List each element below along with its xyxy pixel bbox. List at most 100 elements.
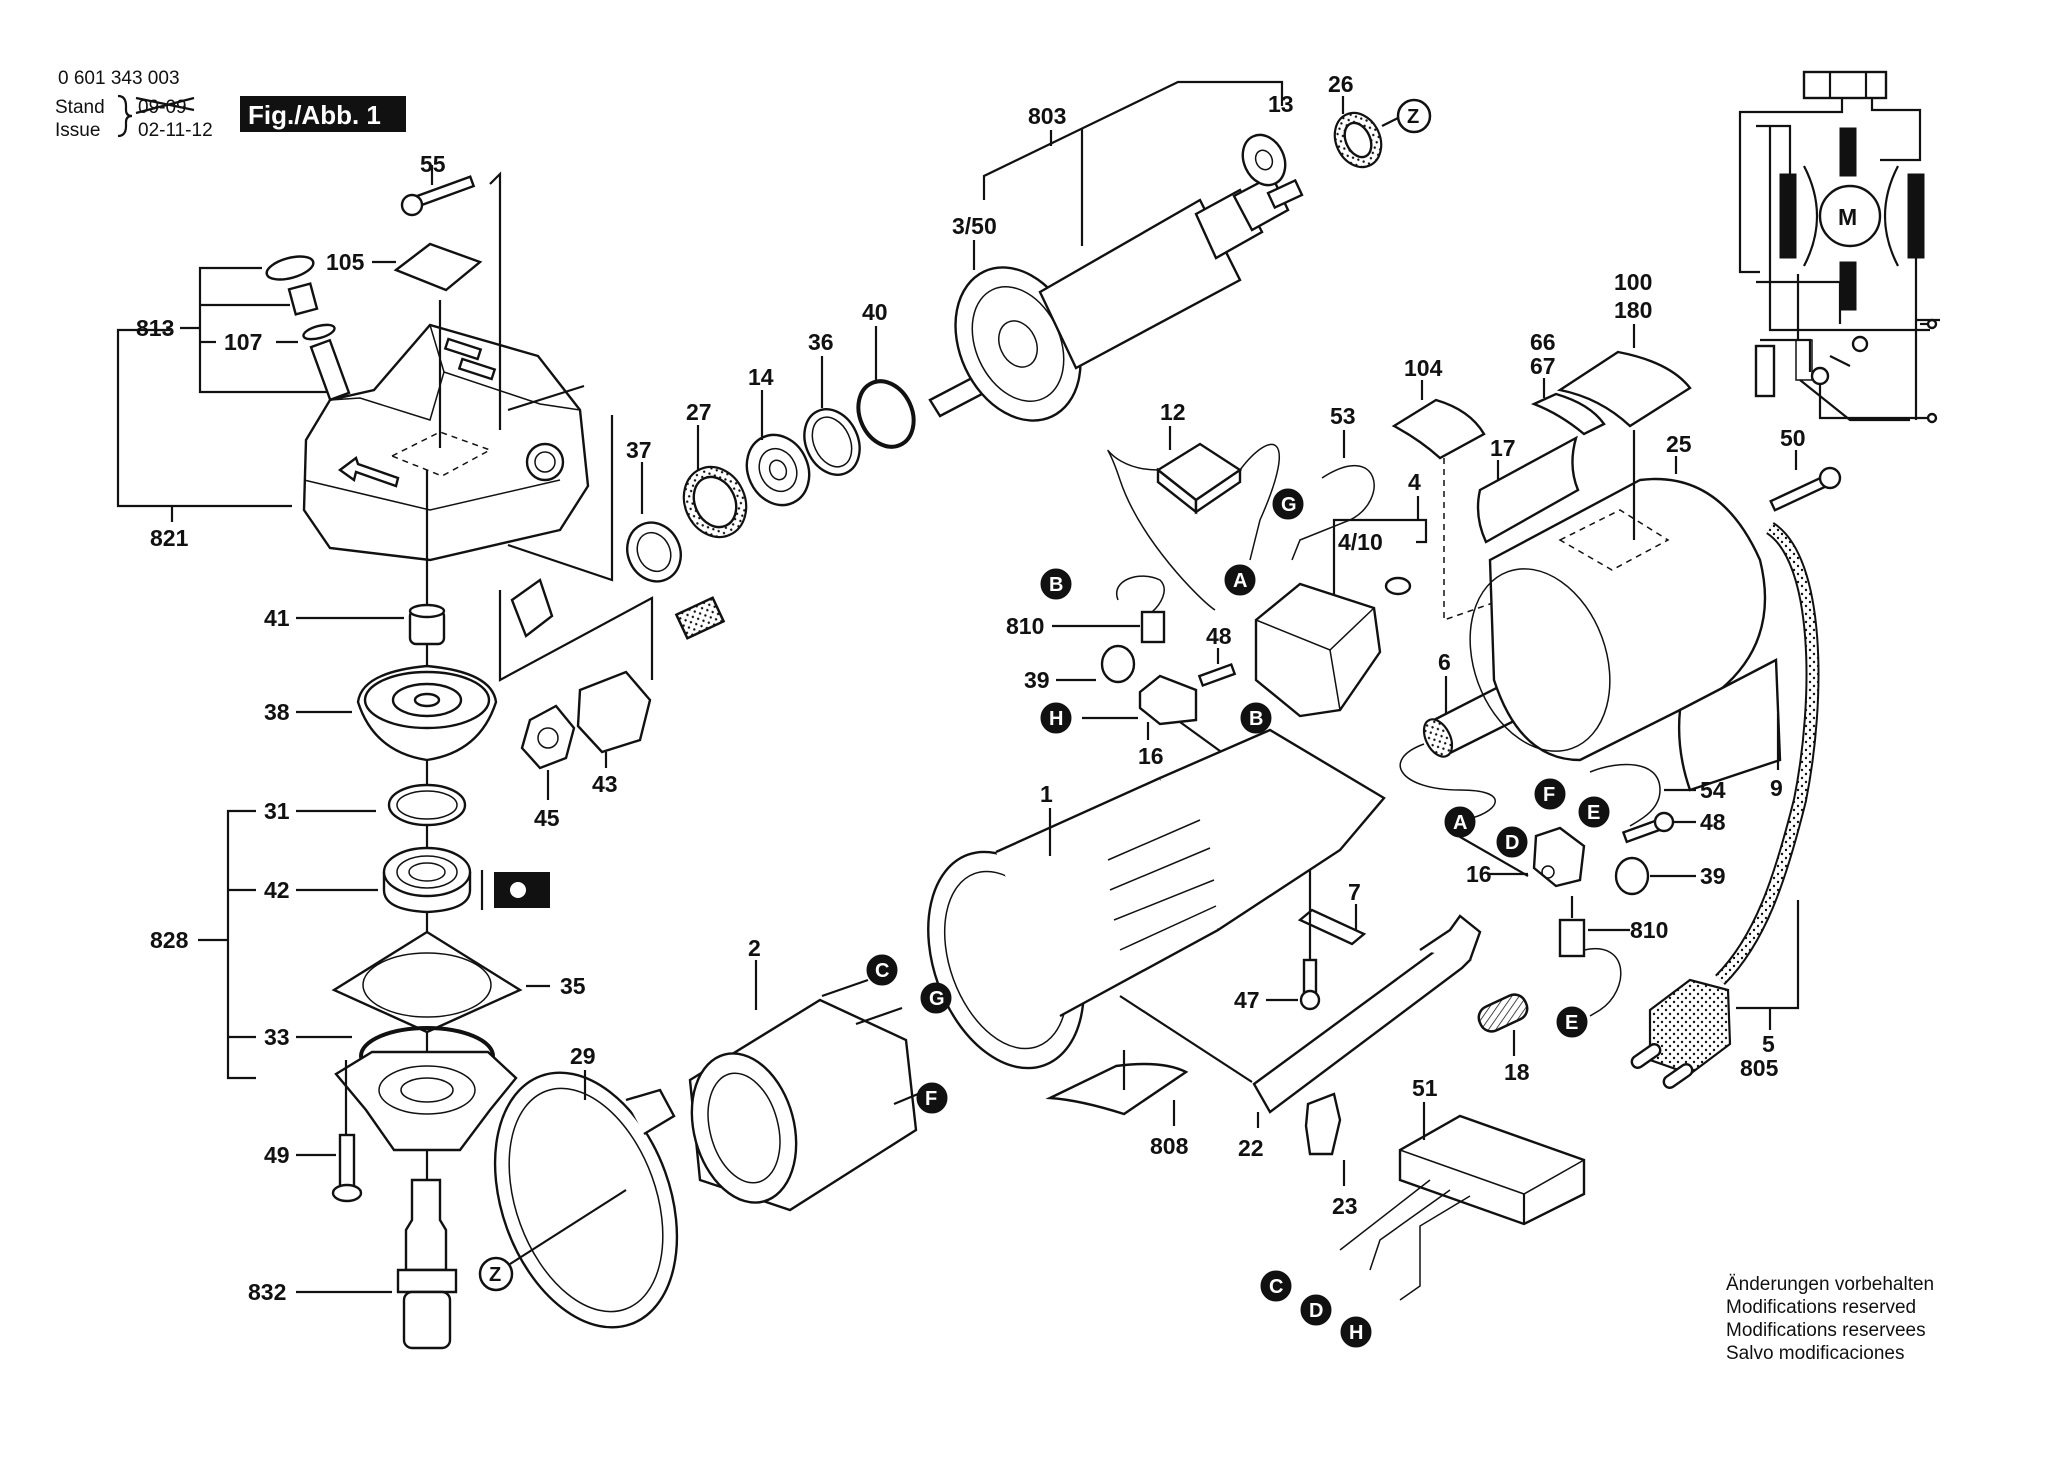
- spring-18: [1477, 993, 1529, 1033]
- spindle-832: [404, 1178, 448, 1272]
- label-22: 22: [1238, 1135, 1264, 1161]
- carbon-brush-810-b: [1558, 918, 1586, 958]
- label-4: 4: [1408, 469, 1421, 495]
- connector-f-cable: F: [1534, 778, 1566, 810]
- label-41: 41: [264, 605, 290, 631]
- svg-text:H: H: [1049, 708, 1063, 730]
- screw-55: 55: [400, 151, 476, 217]
- brush-holder-16-b: [1532, 826, 1586, 888]
- mains-plug: [1648, 978, 1732, 1076]
- figure-label-box: [240, 96, 406, 132]
- field-coil-right: [1907, 173, 1925, 259]
- label-31: 31: [264, 798, 290, 824]
- label-67: 67: [1530, 353, 1556, 379]
- label-9: 9: [1770, 775, 1783, 801]
- label-832: 832: [248, 1279, 286, 1305]
- label-17: 17: [1490, 435, 1516, 461]
- label-12: 12: [1160, 399, 1186, 425]
- brush-pad: [674, 596, 726, 640]
- label-47: 47: [1234, 987, 1260, 1013]
- label-55: 55: [420, 151, 446, 177]
- label-50: 50: [1780, 425, 1806, 451]
- brace: [117, 94, 133, 138]
- svg-text:D: D: [1309, 1300, 1323, 1322]
- field-coil-left: [1779, 173, 1797, 259]
- retaining-ring-31: [387, 783, 467, 827]
- sticker-808: [1045, 1062, 1189, 1116]
- terminal-n: [1926, 412, 1938, 424]
- label-180: 180: [1614, 297, 1652, 323]
- label-105: 105: [326, 249, 365, 275]
- motor-housing-1-group: 1 7 47 22 23 808 18 51: [927, 728, 1586, 1301]
- connector-b-switch: B: [1240, 702, 1272, 734]
- label-16-b: 16: [1466, 861, 1492, 887]
- strike-line: [135, 96, 195, 115]
- connector-a-cable: A: [1444, 806, 1476, 838]
- armature-core: [1038, 198, 1242, 370]
- switch-body: [1254, 582, 1382, 718]
- connector-b-brush: B: [1040, 568, 1072, 600]
- label-821: 821: [150, 525, 189, 551]
- connector-g-stator: G: [920, 982, 952, 1014]
- connector-e-holder: E: [1578, 796, 1610, 828]
- label-26: 26: [1328, 71, 1354, 97]
- svg-text:G: G: [929, 988, 945, 1010]
- label-48-a: 48: [1206, 623, 1232, 649]
- label-107: 107: [224, 329, 262, 355]
- label-18: 18: [1504, 1059, 1530, 1085]
- connector-a-switch: A: [1224, 564, 1256, 596]
- issue-label: Issue: [55, 120, 100, 141]
- label-49: 49: [264, 1142, 290, 1168]
- screw-47: [1302, 958, 1318, 996]
- label-39-a: 39: [1024, 667, 1050, 693]
- svg-text:E: E: [1587, 802, 1600, 824]
- strike-line: [135, 96, 195, 112]
- label-1: 1: [1040, 781, 1053, 807]
- seal-37: [626, 521, 682, 583]
- terminal-l: [1926, 318, 1938, 330]
- gear-housing-group: 55 105 813 107 821: [116, 151, 614, 582]
- bearing-flange: [334, 1050, 518, 1152]
- pole-left: [1803, 165, 1818, 267]
- clamp-7: [1297, 908, 1367, 946]
- label-14: 14: [748, 364, 774, 390]
- label-810-b: 810: [1630, 917, 1668, 943]
- switch-knob-23: [1304, 1092, 1342, 1156]
- label-5: 5: [1762, 1031, 1775, 1057]
- label-27: 27: [686, 399, 712, 425]
- label-16-a: 16: [1138, 743, 1164, 769]
- svg-text:A: A: [1233, 570, 1247, 592]
- label-66: 66: [1530, 329, 1556, 355]
- label-37: 37: [626, 437, 652, 463]
- figure-label: Fig./Abb. 1: [248, 100, 381, 130]
- washer-36: [803, 408, 861, 476]
- reference-z-circle: [1396, 98, 1432, 134]
- brush-top: [1839, 127, 1857, 177]
- screw-49: [338, 1133, 356, 1189]
- label-2: 2: [748, 935, 761, 961]
- header-block: 0 601 343 003 Stand Issue 09-09 02-11-12…: [55, 68, 406, 141]
- svg-text:E: E: [1565, 1012, 1578, 1034]
- cord-group: 54 48 16 39 810 5 805: [1447, 522, 1820, 1089]
- label-45: 45: [534, 805, 560, 831]
- sticker-105: [393, 242, 483, 292]
- label-810-a: 810: [1006, 613, 1044, 639]
- connector-h-holder: H: [1040, 702, 1072, 734]
- bearing-row-group: 37 27 14 36 40 45 43: [498, 299, 916, 831]
- label-40: 40: [862, 299, 888, 325]
- label-42: 42: [264, 877, 290, 903]
- brush-bottom: [1839, 261, 1857, 311]
- screw-48-a: [1197, 662, 1237, 688]
- svg-text:F: F: [925, 1088, 937, 1110]
- carbon-brush-810: [1140, 610, 1166, 644]
- connector-c-stator: C: [866, 954, 898, 986]
- sticker-17: [1476, 435, 1580, 544]
- motor-housing-25: [1488, 477, 1767, 762]
- labels-cover-group: 104 66 67 100 180 17 25 50 9: [1391, 269, 1842, 801]
- gear-stack-group: 41 38 31 42 828 35 33: [150, 470, 586, 1350]
- label-100: 100: [1614, 269, 1652, 295]
- label-25: 25: [1666, 431, 1692, 457]
- motor-symbol-circle: [1818, 184, 1882, 248]
- connector-f-stator: F: [916, 1082, 948, 1114]
- sticker-9: [1677, 658, 1782, 792]
